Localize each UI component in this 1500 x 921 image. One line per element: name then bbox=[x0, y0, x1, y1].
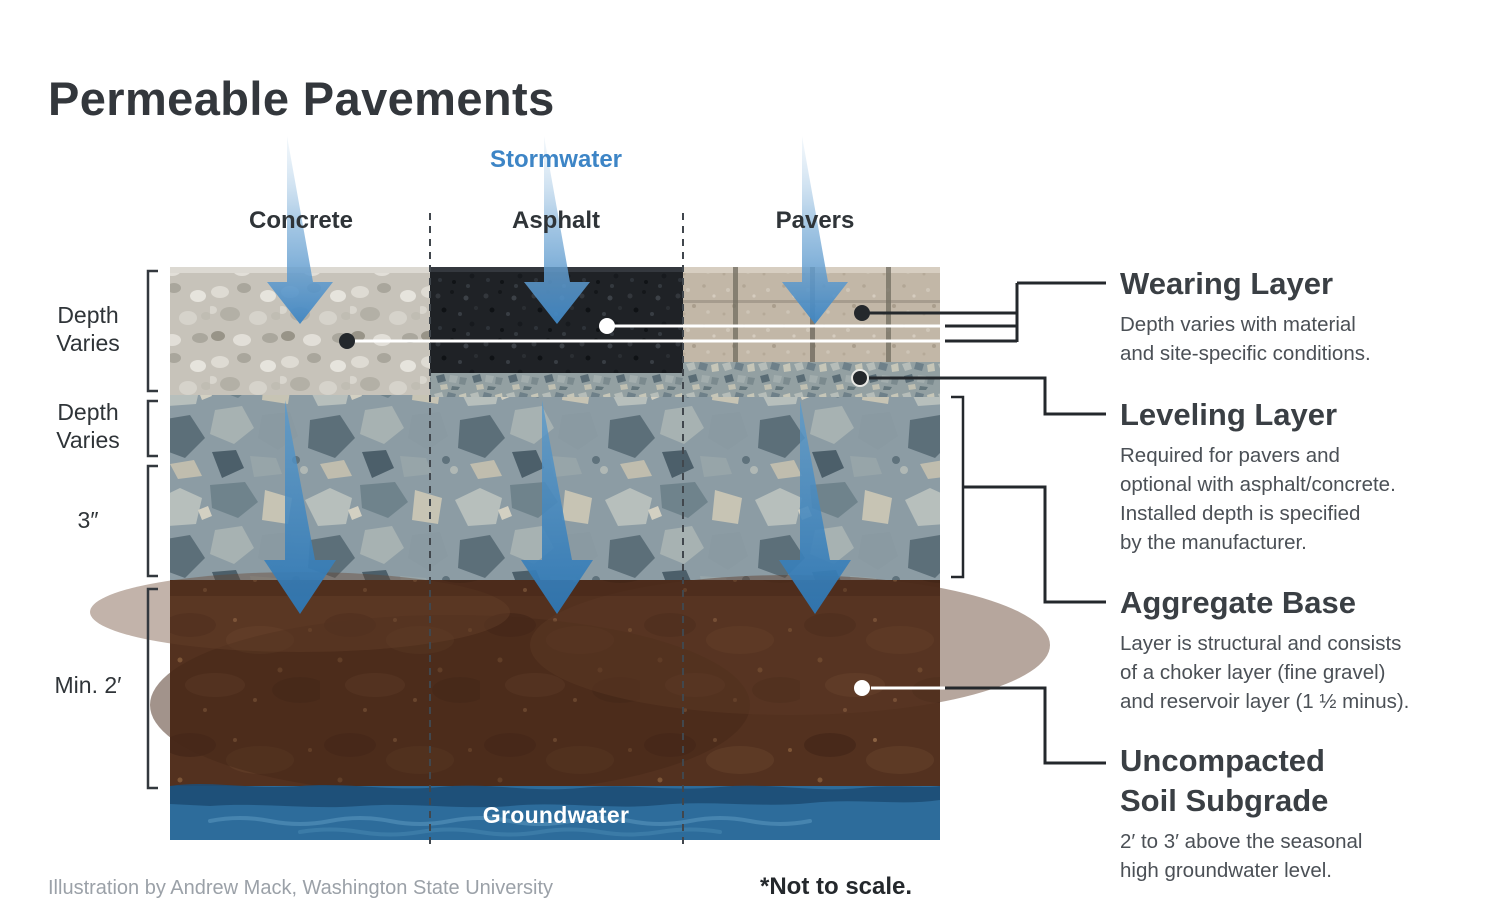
depth-brackets bbox=[146, 269, 158, 790]
callout-heading: Aggregate Base bbox=[1120, 585, 1357, 620]
bracket-wearing bbox=[146, 269, 158, 393]
callout-leveling-layer: Leveling Layer Required for pavers and o… bbox=[1120, 395, 1485, 557]
callout-heading: Wearing Layer bbox=[1120, 266, 1334, 301]
depth-label-leveling: Depth Varies bbox=[56, 399, 120, 453]
callout-aggregate-base: Aggregate Base Layer is structural and c… bbox=[1120, 583, 1485, 716]
column-label-asphalt: Asphalt bbox=[511, 207, 600, 234]
callout-body: Depth varies with material and site-spec… bbox=[1120, 313, 1371, 365]
callout-body: Layer is structural and consists of a ch… bbox=[1120, 632, 1410, 713]
page-title: Permeable Pavements bbox=[48, 72, 555, 126]
callout-heading: Uncompacted Soil Subgrade bbox=[1120, 743, 1329, 818]
soil-callout-dot bbox=[854, 680, 870, 696]
groundwater-label: Groundwater bbox=[482, 802, 630, 828]
concrete-callout-dot bbox=[339, 333, 355, 349]
column-label-pavers: Pavers bbox=[775, 207, 855, 234]
bracket-leveling bbox=[146, 399, 158, 458]
bracket-aggregate-right bbox=[951, 395, 965, 579]
asphalt-callout-dot bbox=[599, 318, 615, 334]
not-to-scale-note: *Not to scale. bbox=[760, 873, 913, 900]
callout-body: 2′ to 3′ above the seasonal high groundw… bbox=[1120, 830, 1363, 882]
stormwater-label: Stormwater bbox=[489, 146, 623, 173]
wearing-callout-lines bbox=[347, 281, 1106, 343]
bracket-choker bbox=[146, 464, 158, 578]
leveling-callout-dot bbox=[851, 369, 869, 387]
pavers-callout-dot bbox=[854, 305, 870, 321]
depth-label-choker: 3″ bbox=[77, 507, 99, 533]
callout-body: Required for pavers and optional with as… bbox=[1120, 444, 1396, 554]
leveling-callout-line bbox=[869, 376, 1106, 416]
callout-wearing-layer: Wearing Layer Depth varies with material… bbox=[1120, 264, 1485, 368]
groundwater-layer bbox=[170, 784, 940, 840]
soil-callout-line bbox=[871, 686, 1106, 765]
callout-heading: Leveling Layer bbox=[1120, 397, 1338, 432]
leveling-layer-asphalt bbox=[430, 373, 683, 397]
infiltration-arrow-icons bbox=[264, 400, 851, 614]
stormwater-arrow-icons bbox=[267, 136, 848, 324]
depth-label-soil: Min. 2′ bbox=[54, 672, 122, 698]
bracket-soil bbox=[146, 587, 158, 790]
depth-label-wearing: Depth Varies bbox=[56, 302, 120, 356]
column-label-concrete: Concrete bbox=[248, 207, 354, 234]
aggregate-callout bbox=[951, 395, 1106, 604]
soil-subgrade-layer bbox=[90, 572, 1050, 795]
credit-text: Illustration by Andrew Mack, Washington … bbox=[48, 877, 554, 899]
callout-soil-subgrade: Uncompacted Soil Subgrade 2′ to 3′ above… bbox=[1120, 741, 1485, 885]
